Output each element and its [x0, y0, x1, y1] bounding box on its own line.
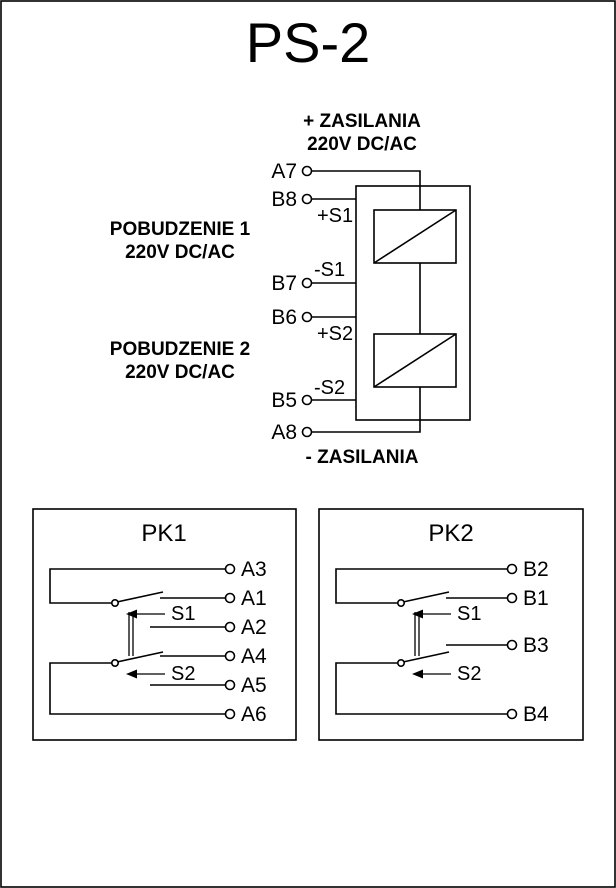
pk1-terminal-a5-label: A5	[241, 674, 267, 697]
pk1-terminal-a2-label: A2	[241, 616, 267, 639]
terminal-b8	[301, 193, 313, 205]
relay-coil-1	[373, 209, 457, 264]
terminal-b5	[301, 394, 313, 406]
pk2-terminal-b1	[506, 592, 518, 604]
pk1-switch1-blade	[116, 591, 164, 603]
power-minus-label: - ZASILANIA	[306, 447, 419, 468]
pk1-switch1-arrowhead	[126, 609, 137, 619]
terminal-a7-label: A7	[271, 160, 297, 183]
pk1-wire-a3-common1	[49, 568, 226, 604]
coil1-plus-label: +S1	[317, 205, 353, 227]
device-title: PS-2	[246, 11, 371, 74]
wire-a8	[311, 387, 421, 433]
terminal-b5-label: B5	[271, 389, 297, 412]
pk2-switch1-pivot	[396, 598, 405, 607]
pk2-wire-b2-common1	[335, 568, 508, 604]
pk1-terminal-a6-label: A6	[241, 703, 267, 726]
pobudzenie1-label: POBUDZENIE 1	[110, 219, 251, 240]
pk1-wire-a6-common2	[49, 662, 226, 715]
pk1-terminal-a3	[224, 563, 236, 575]
terminal-b7-label: B7	[271, 272, 297, 295]
wire-a7	[311, 170, 421, 210]
pk2-terminal-b3-label: B3	[523, 634, 549, 657]
pobudzenie2-label: POBUDZENIE 2	[110, 339, 250, 360]
pk2-wire-b4-common2	[335, 662, 508, 715]
pk2-switch1-arrowhead	[412, 609, 423, 619]
pk2-block: PK2 S1 S2 B2 B1 B3 B4	[318, 508, 584, 741]
pk2-terminal-b1-label: B1	[523, 587, 549, 610]
pk2-box	[318, 508, 584, 741]
pk1-terminal-a1	[224, 592, 236, 604]
terminal-a8	[301, 426, 313, 438]
terminal-b7	[301, 277, 313, 289]
main-schematic: + ZASILANIA 220V DC/AC - ZASILANIA POBUD…	[110, 111, 471, 468]
coil2-plus-label: +S2	[317, 323, 353, 345]
pk2-terminal-b2-label: B2	[523, 558, 549, 581]
terminal-b6-label: B6	[271, 306, 297, 329]
terminal-a8-label: A8	[271, 421, 297, 444]
relay-coil-1-diagonal	[373, 209, 457, 264]
pk1-terminal-a4-label: A4	[241, 645, 267, 668]
pk2-switch2-pivot	[396, 658, 405, 667]
power-plus-label: + ZASILANIA	[303, 111, 421, 132]
pk1-terminal-a6	[224, 708, 236, 720]
pk2-switch2-blade	[402, 651, 450, 663]
pk1-terminal-a1-label: A1	[241, 587, 267, 610]
pk1-block: PK1 S1 S2 A3 A1 A2 A4 A5 A6	[32, 508, 297, 741]
pk2-switch1-blade	[402, 591, 450, 603]
pk1-terminal-a4	[224, 650, 236, 662]
coil1-minus-label: -S1	[314, 259, 345, 281]
terminal-a7	[301, 165, 313, 177]
relay-coil-2-diagonal	[373, 333, 457, 388]
pk2-terminal-b2	[506, 563, 518, 575]
pk1-switch1-pivot	[111, 598, 120, 607]
pk1-terminal-a5	[224, 679, 236, 691]
relay-coil-2	[373, 333, 457, 388]
pk1-title: PK1	[141, 520, 186, 547]
power-plus-voltage: 220V DC/AC	[307, 134, 417, 155]
pk2-title: PK2	[428, 520, 473, 547]
terminal-b8-label: B8	[271, 188, 297, 211]
pk1-switch-s2-label: S2	[171, 663, 195, 685]
terminal-b6	[301, 311, 313, 323]
pk1-switch2-blade	[116, 651, 164, 663]
pk1-switch2-arrowhead	[126, 669, 137, 679]
pk2-terminal-b4-label: B4	[523, 703, 549, 726]
coil2-minus-label: -S2	[314, 377, 345, 399]
pk1-box	[32, 508, 297, 741]
pk2-switch-s2-label: S2	[457, 663, 481, 685]
pk1-switch-s1-label: S1	[171, 603, 195, 625]
pobudzenie1-voltage: 220V DC/AC	[125, 242, 235, 263]
module-outline	[355, 185, 471, 421]
pk1-switch2-pivot	[111, 658, 120, 667]
pk1-terminal-a3-label: A3	[241, 558, 267, 581]
pk2-switch-s1-label: S1	[457, 603, 481, 625]
pk1-terminal-a2	[224, 621, 236, 633]
pobudzenie2-voltage: 220V DC/AC	[125, 362, 235, 383]
pk2-switch2-arrowhead	[412, 669, 423, 679]
pk2-terminal-b3	[506, 639, 518, 651]
pk2-terminal-b4	[506, 708, 518, 720]
